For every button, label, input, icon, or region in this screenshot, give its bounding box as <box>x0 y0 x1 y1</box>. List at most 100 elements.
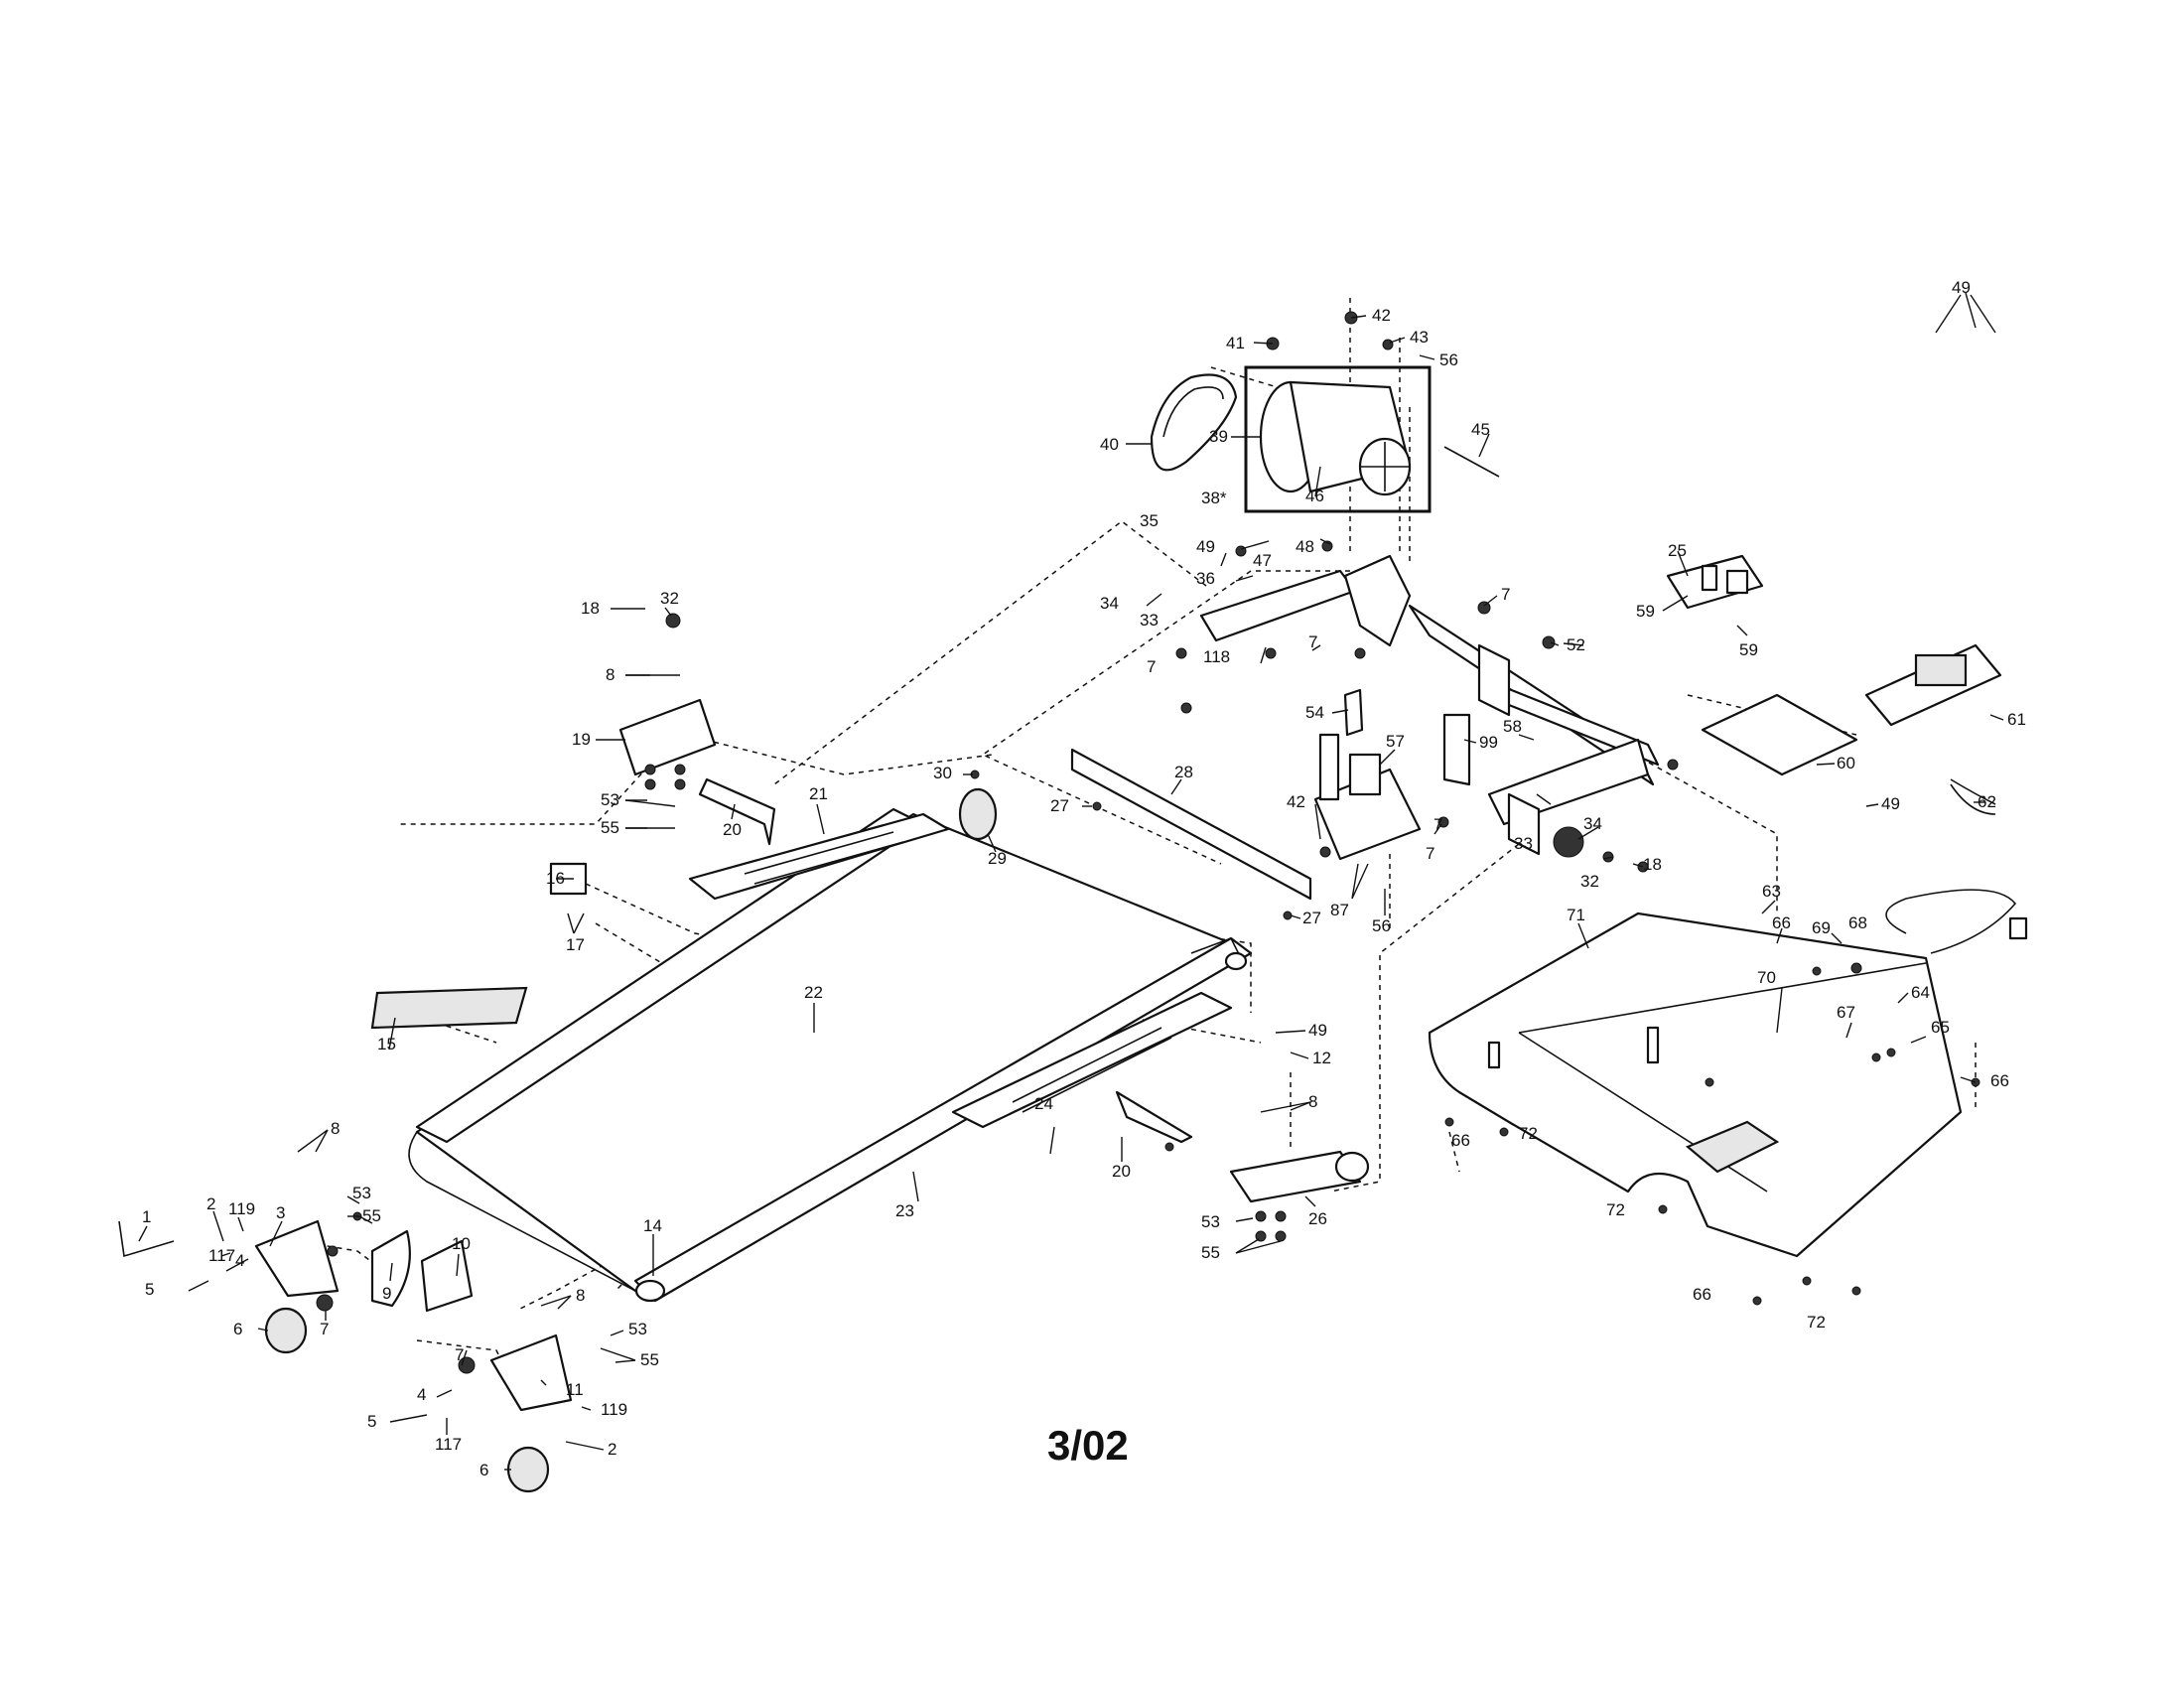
callout-34: 34 <box>1100 594 1119 613</box>
crossmember <box>1070 748 1312 901</box>
callout-66: 66 <box>1990 1071 2009 1090</box>
callout-9: 9 <box>382 1284 391 1303</box>
callout-48: 48 <box>1296 537 1314 556</box>
callout-33: 33 <box>1140 611 1159 630</box>
callout-6: 6 <box>233 1320 242 1338</box>
end-cap-10 <box>420 1239 474 1313</box>
callout-16: 16 <box>546 869 565 888</box>
callout-36: 36 <box>1196 569 1215 588</box>
callout-27: 27 <box>1050 796 1069 815</box>
incline-frame <box>1199 554 1660 856</box>
right-foot-rail <box>951 991 1233 1129</box>
callout-21: 21 <box>809 784 828 803</box>
callout-19: 19 <box>572 730 591 749</box>
callout-12: 12 <box>1312 1049 1331 1067</box>
wheel-6b <box>506 1446 550 1493</box>
callout-3: 3 <box>276 1203 285 1222</box>
callout-7: 7 <box>455 1345 464 1364</box>
callout-8: 8 <box>1308 1092 1317 1111</box>
callout-46: 46 <box>1305 487 1324 505</box>
motor-assembly <box>1150 365 1500 513</box>
callout-34: 34 <box>1583 814 1602 833</box>
callout-72: 72 <box>1807 1313 1826 1332</box>
callout-60: 60 <box>1837 754 1855 772</box>
front-roller <box>958 787 998 841</box>
callout-42: 42 <box>1287 792 1305 811</box>
callout-118: 118 <box>1203 647 1230 666</box>
callout-7: 7 <box>1308 632 1317 651</box>
callout-71: 71 <box>1567 906 1585 924</box>
callout-67: 67 <box>1837 1003 1855 1022</box>
callout-43: 43 <box>1410 328 1429 347</box>
drive-belt <box>1150 373 1238 472</box>
callout-41: 41 <box>1226 334 1245 352</box>
callout-54: 54 <box>1305 703 1324 722</box>
callout-35: 35 <box>1140 511 1159 530</box>
callout-2: 2 <box>206 1194 215 1213</box>
callout-117: 117 <box>435 1435 462 1454</box>
callout-119: 119 <box>601 1400 627 1419</box>
callout-53: 53 <box>628 1320 647 1338</box>
callout-28: 28 <box>1174 763 1193 781</box>
callout-32: 32 <box>660 589 679 608</box>
frame-side-arm <box>1487 738 1650 826</box>
callout-55: 55 <box>1201 1243 1220 1262</box>
callout-8: 8 <box>606 665 614 684</box>
callout-70: 70 <box>1757 968 1776 987</box>
callout-25: 25 <box>1668 541 1687 560</box>
callout-29: 29 <box>988 849 1007 868</box>
revision-date: 3/02 <box>1047 1422 1129 1469</box>
bracket-20b <box>1115 1090 1193 1144</box>
callout-61: 61 <box>2007 710 2026 729</box>
callout-59: 59 <box>1636 602 1655 621</box>
callout-68: 68 <box>1848 913 1867 932</box>
callout-53: 53 <box>352 1184 371 1202</box>
callout-7: 7 <box>1501 585 1510 604</box>
controller-assembly <box>1666 554 2002 815</box>
callout-53: 53 <box>1201 1212 1220 1231</box>
callout-labels: 42 41 43 56 45 40 39 38* 46 35 49 48 36 … <box>142 278 2026 1479</box>
end-cap-11 <box>489 1333 573 1412</box>
callout-10: 10 <box>452 1234 471 1253</box>
callout-23: 23 <box>895 1201 914 1220</box>
callout-55: 55 <box>601 818 619 837</box>
rear-end-caps <box>118 986 573 1493</box>
bracket-26 <box>1229 1150 1362 1203</box>
callout-8: 8 <box>576 1286 585 1305</box>
callout-7: 7 <box>320 1320 329 1338</box>
callout-5: 5 <box>145 1280 154 1299</box>
callout-55: 55 <box>362 1206 381 1225</box>
callout-6: 6 <box>479 1461 488 1479</box>
callout-40: 40 <box>1100 435 1119 454</box>
hood-shell <box>1428 912 1963 1258</box>
callout-30: 30 <box>933 764 952 782</box>
guard-99 <box>1442 713 1471 786</box>
treadmill-deck-assembly <box>408 787 1253 1303</box>
frame-crossmember <box>1070 748 1312 901</box>
callout-24: 24 <box>1034 1094 1053 1113</box>
controller-plate <box>1701 693 1858 776</box>
rear-roller <box>634 1279 666 1303</box>
callout-38: 38* <box>1201 489 1227 507</box>
callout-7: 7 <box>1426 844 1434 863</box>
incline-motor <box>1313 688 1471 861</box>
callout-14: 14 <box>643 1216 662 1235</box>
callout-66: 66 <box>1451 1131 1470 1150</box>
callout-18: 18 <box>1643 855 1662 874</box>
motor-mount-bracket <box>1199 569 1357 642</box>
callout-1: 1 <box>142 1207 151 1226</box>
callout-117: 117 <box>208 1246 235 1265</box>
motor-hood <box>1428 889 2028 1258</box>
power-cord <box>1885 889 2017 954</box>
motor-bolt <box>1443 446 1500 478</box>
fasteners <box>316 311 1980 1374</box>
callout-8: 8 <box>331 1119 340 1138</box>
callout-7: 7 <box>1433 815 1442 834</box>
callout-45: 45 <box>1471 420 1490 439</box>
callout-87: 87 <box>1330 901 1349 919</box>
callout-66: 66 <box>1772 913 1791 932</box>
callout-39: 39 <box>1209 427 1228 446</box>
bracket-19 <box>618 698 717 776</box>
